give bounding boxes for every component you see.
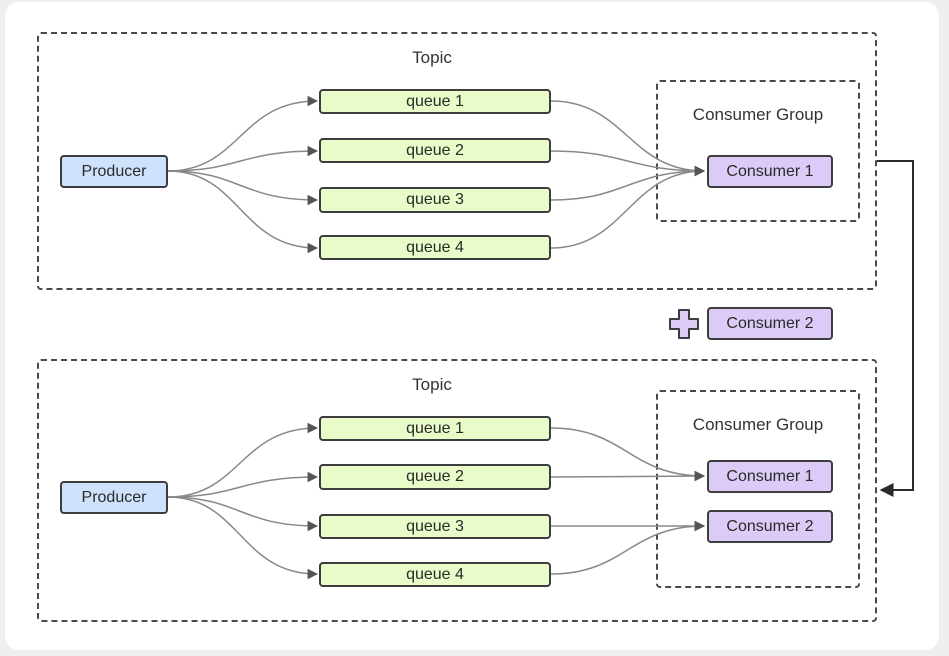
plus-icon xyxy=(669,309,699,339)
bottom-topic-label: Topic xyxy=(412,375,452,394)
top-queue-1: queue 1 xyxy=(319,89,551,114)
top-topic-label: Topic xyxy=(412,48,452,67)
bottom-queue-3: queue 3 xyxy=(319,514,551,539)
bottom-consumer-1: Consumer 1 xyxy=(707,460,833,493)
top-consumer-1: Consumer 1 xyxy=(707,155,833,188)
top-consumer-group-label: Consumer Group xyxy=(692,105,824,124)
bottom-consumer-group-label: Consumer Group xyxy=(692,415,824,434)
top-topic-frame xyxy=(37,32,877,290)
bottom-consumer-group-frame xyxy=(656,390,860,588)
bottom-queue-4: queue 4 xyxy=(319,562,551,587)
bottom-queue-2: queue 2 xyxy=(319,464,551,490)
top-queue-4: queue 4 xyxy=(319,235,551,260)
bottom-producer: Producer xyxy=(60,481,168,514)
top-queue-2: queue 2 xyxy=(319,138,551,163)
top-producer: Producer xyxy=(60,155,168,188)
top-consumer-group-frame xyxy=(656,80,860,222)
bottom-consumer-2: Consumer 2 xyxy=(707,510,833,543)
added-consumer-2: Consumer 2 xyxy=(707,307,833,340)
bottom-topic-frame xyxy=(37,359,877,622)
top-queue-3: queue 3 xyxy=(319,187,551,213)
bottom-queue-1: queue 1 xyxy=(319,416,551,441)
